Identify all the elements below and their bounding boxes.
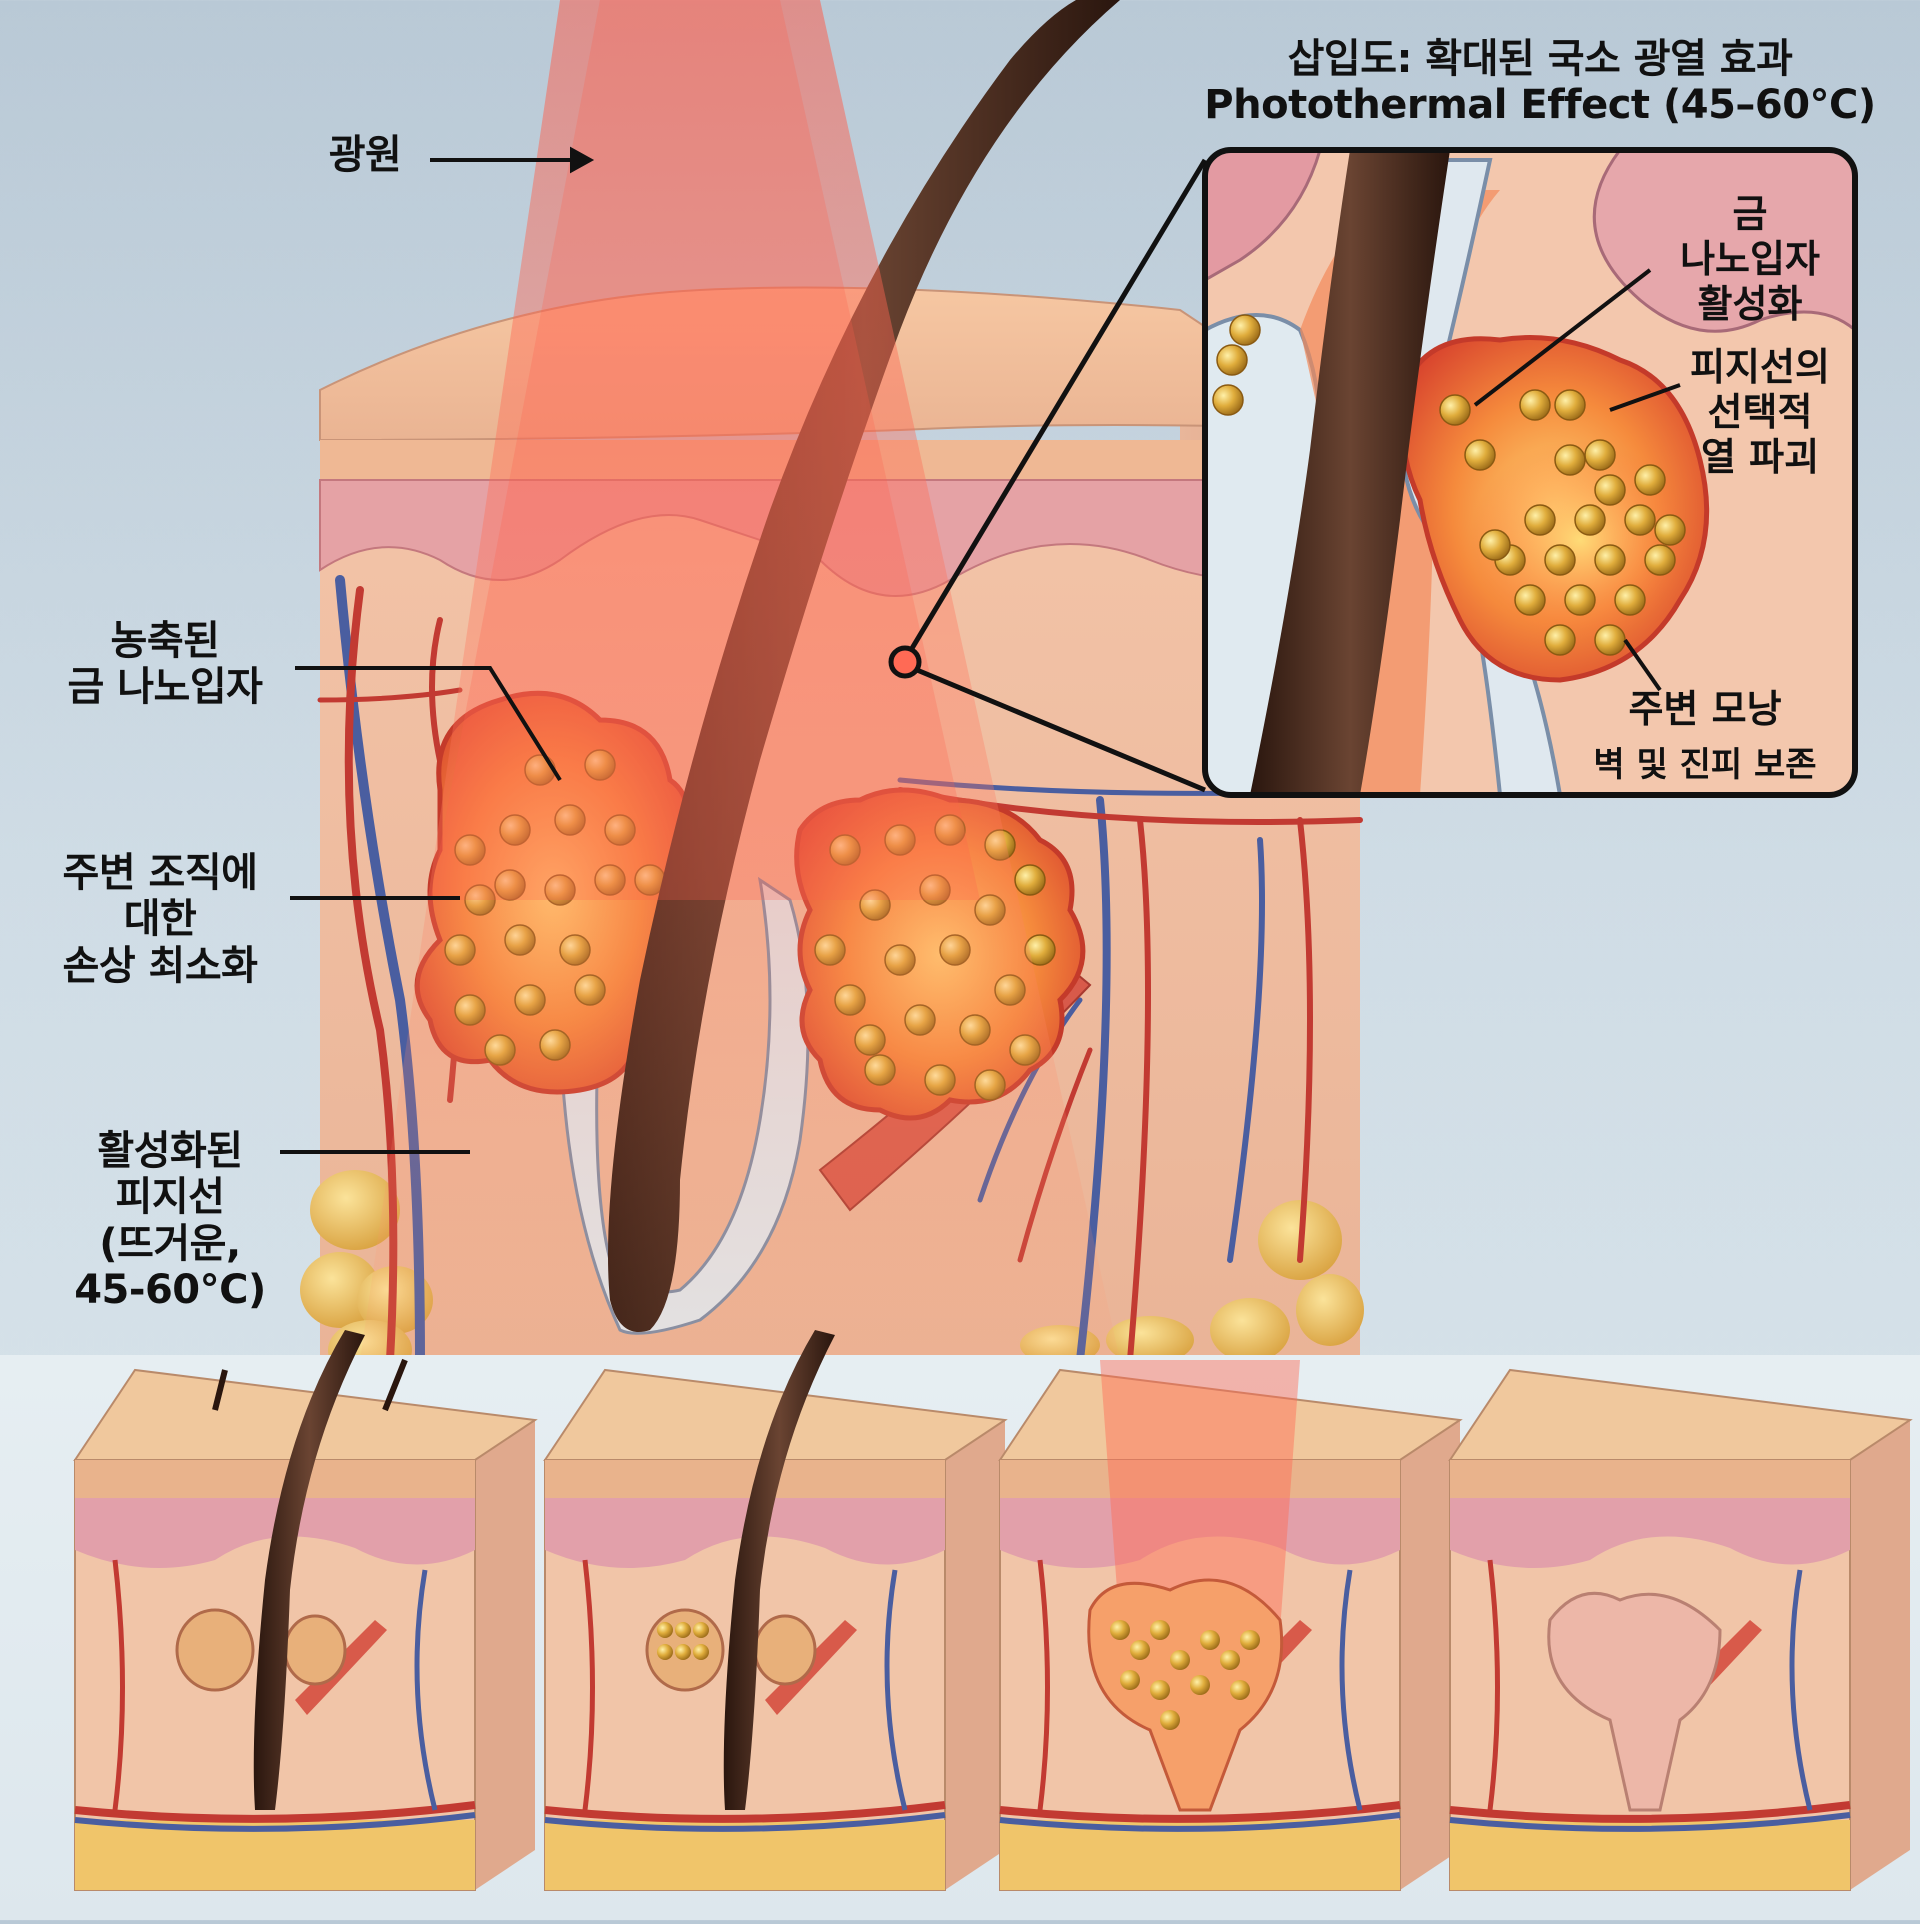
gold-nanoparticle: [1524, 504, 1556, 536]
main-label-leaders: [280, 146, 595, 1154]
gold-nanoparticle: [1614, 584, 1646, 616]
gold-nanoparticle: [1014, 864, 1046, 896]
light-beam-core: [430, 0, 980, 900]
inset-frame: [1202, 147, 1858, 798]
gold-nanoparticle: [1479, 529, 1511, 561]
gold-nanoparticle: [1574, 504, 1606, 536]
gold-nanoparticle: [1644, 544, 1676, 576]
gold-nanoparticle: [1439, 394, 1471, 426]
label-activated-sebaceous-gland: 활성화된 피지선 (뜨거운, 45-60°C): [74, 1128, 266, 1314]
label-light-source: 광원: [328, 132, 402, 178]
inset-title: 삽입도: 확대된 국소 광열 효과 Photothermal Effect (4…: [1204, 36, 1876, 129]
gold-nanoparticle: [1584, 439, 1616, 471]
treatment-sequence: [73, 1330, 1913, 1891]
label-concentrated-gold-nanoparticles: 농축된 금 나노입자: [67, 618, 263, 711]
gold-nanoparticle: [1564, 584, 1596, 616]
inset-magnified-view: [888, 147, 1858, 798]
gold-nanoparticle: [1544, 544, 1576, 576]
gold-nanoparticle: [1624, 504, 1656, 536]
inset-leader-top: [902, 158, 1208, 662]
inset-label-gold-activation: 금 나노입자 활성화: [1680, 192, 1820, 326]
gold-nanoparticle: [1216, 344, 1248, 376]
gold-nanoparticle: [1654, 514, 1686, 546]
gold-nanoparticle: [1464, 439, 1496, 471]
light-beam: [360, 0, 1120, 1360]
label-minimal-damage: 주변 조직에 대한 손상 최소화: [62, 850, 258, 989]
gold-nanoparticle: [1514, 584, 1546, 616]
stage-2-particles-applied: [543, 1330, 1008, 1891]
gold-nanoparticle: [1544, 624, 1576, 656]
inset-focus-circle: [888, 645, 922, 679]
stage-4-gland-reduced: [1448, 1368, 1913, 1891]
gold-nanoparticle: [1554, 389, 1586, 421]
gold-nanoparticle: [1634, 464, 1666, 496]
gold-nanoparticle: [1229, 314, 1261, 346]
gold-nanoparticle: [1212, 384, 1244, 416]
stage-1-hair-follicle: [73, 1330, 538, 1891]
gold-nanoparticle: [1594, 624, 1626, 656]
stage-3-irradiation: [998, 1360, 1463, 1891]
gold-nanoparticle: [1594, 544, 1626, 576]
gold-nanoparticle: [1519, 389, 1551, 421]
gold-nanoparticle: [1554, 444, 1586, 476]
inset-label-preserved-tissue: 주변 모낭 벽 및 진피 보존: [1593, 687, 1817, 785]
inset-label-selective-destruction: 피지선의 선택적 열 파괴: [1690, 345, 1830, 479]
inset-leader-bottom: [904, 662, 1206, 793]
gold-nanoparticle: [1594, 474, 1626, 506]
inset-label-leaders: [1473, 268, 1681, 692]
